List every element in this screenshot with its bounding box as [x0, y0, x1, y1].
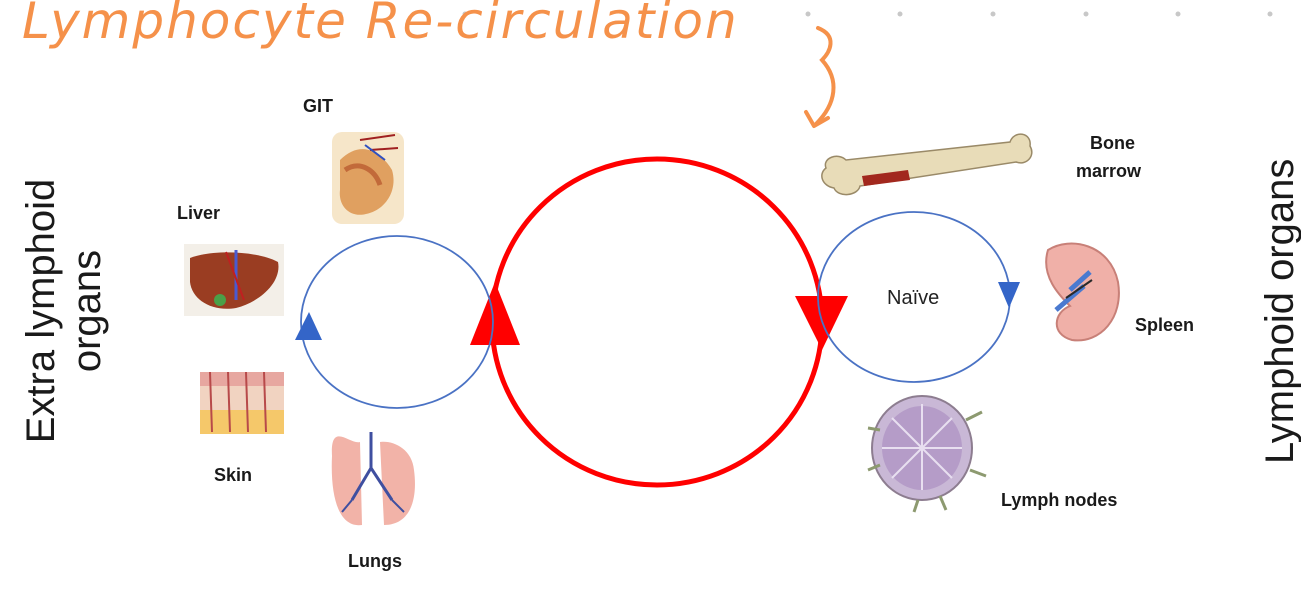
bone-marrow-label-line1: Bone	[1090, 133, 1135, 153]
lungs-illustration	[331, 432, 415, 526]
lymphoid-organs-label: Lymphoid organs	[1258, 158, 1301, 464]
git-label: GIT	[303, 96, 333, 116]
spleen-label: Spleen	[1135, 315, 1195, 335]
skin-label: Skin	[214, 465, 253, 485]
spleen-illustration	[1045, 242, 1120, 342]
lymph-nodes-label: Lymph nodes	[1001, 490, 1118, 510]
lungs-label: Lungs	[348, 551, 402, 571]
extra-lymphoid-line1: Extra lymphoid	[19, 178, 63, 444]
liver-label: Liver	[177, 203, 221, 223]
red-arrow-down	[795, 296, 848, 350]
main-recirculation-cycle	[489, 156, 825, 488]
handwritten-arrowhead	[804, 110, 830, 128]
extra-lymphoid-label: Extra lymphoid organs	[18, 161, 110, 461]
bone-marrow-illustration	[821, 133, 1033, 196]
extra-lymphoid-line2: organs	[65, 249, 109, 373]
handwritten-arrow	[814, 26, 836, 126]
blue-arrow-down	[998, 282, 1020, 308]
extra-lymphoid-cycle	[300, 235, 494, 409]
handwritten-title: Lymphocyte Re-circulation	[22, 0, 739, 50]
liver-illustration	[184, 244, 284, 316]
bone-marrow-label-line2: marrow	[1076, 161, 1142, 181]
skin-illustration	[200, 371, 284, 434]
blue-arrow-up	[295, 312, 322, 340]
naive-label: Naïve	[887, 287, 940, 309]
red-arrow-up	[470, 282, 520, 345]
git-illustration	[332, 132, 404, 224]
lymph-node-illustration	[867, 395, 987, 513]
